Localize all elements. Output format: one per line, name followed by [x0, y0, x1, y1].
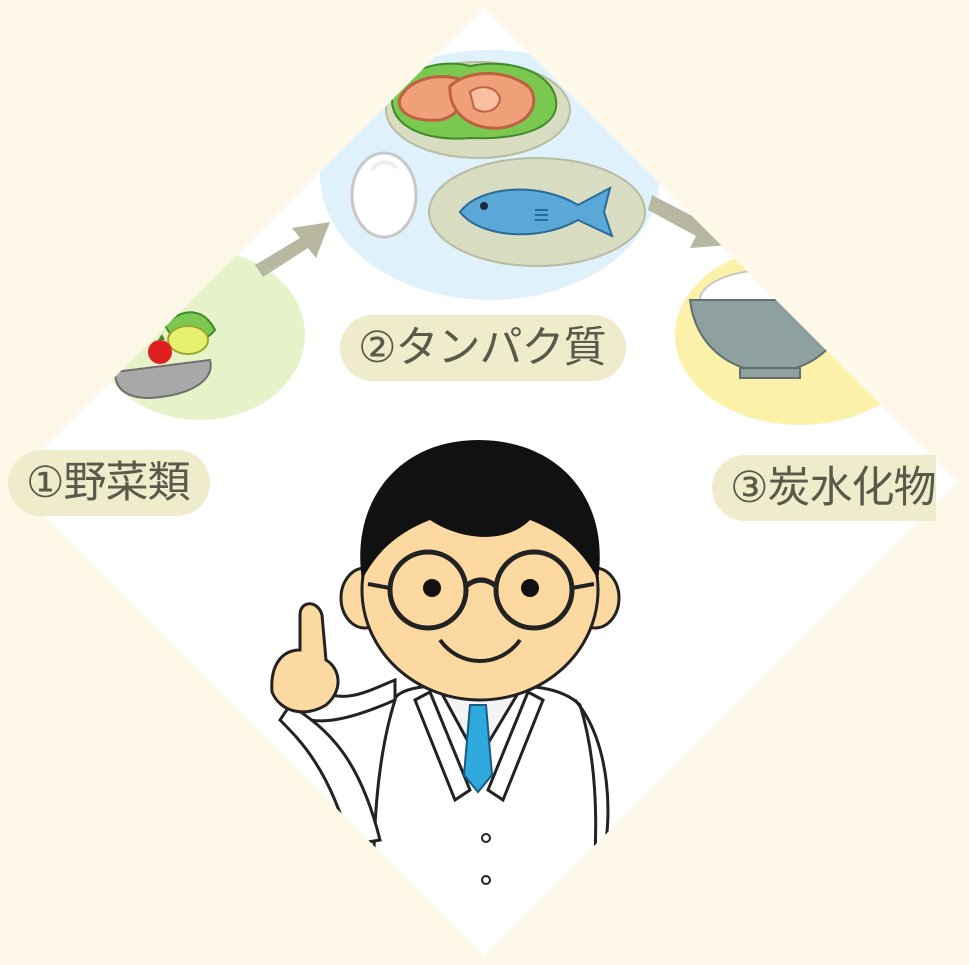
arrow-icon — [648, 195, 730, 248]
label-vegetables: ①野菜類 — [8, 450, 210, 516]
egg-icon — [350, 151, 418, 239]
arrow-icon — [255, 222, 330, 277]
label-protein: ②タンパク質 — [340, 315, 626, 381]
fish-plate-icon — [428, 157, 646, 267]
meat-plate-icon — [385, 61, 571, 159]
label-carbohydrates: ③炭水化物 — [712, 455, 937, 521]
salad-bowl-icon — [113, 311, 217, 400]
